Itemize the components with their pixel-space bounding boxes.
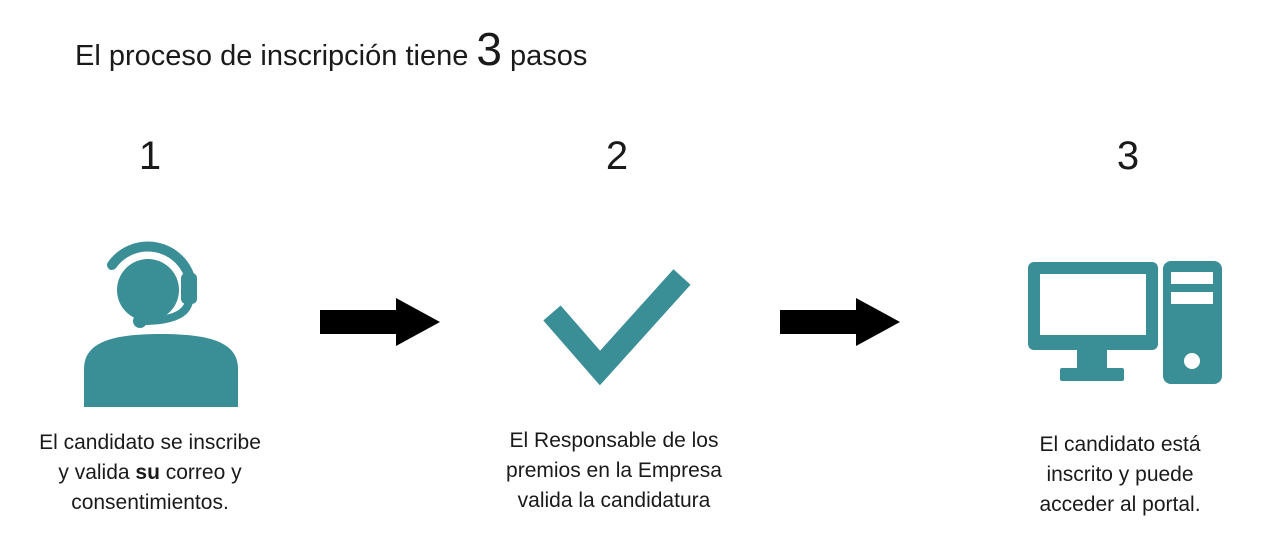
headset-agent-icon <box>84 241 238 407</box>
caption-line: El candidato se inscribe <box>39 431 261 454</box>
step-1-caption: El candidato se inscribe y valida su cor… <box>0 428 300 518</box>
caption-line: consentimientos. <box>71 491 229 514</box>
title-step-count: 3 <box>476 23 502 75</box>
caption-line: y valida su correo y <box>58 461 242 484</box>
caption-line: premios en la Empresa <box>506 459 722 482</box>
step-2-caption: El Responsable de los premios en la Empr… <box>464 426 764 516</box>
step-3-caption: El candidato está inscrito y puede acced… <box>970 430 1270 520</box>
title-suffix: pasos <box>501 40 588 72</box>
title-prefix: El proceso de inscripción tiene <box>75 40 477 72</box>
arrow-right-icon <box>320 298 440 346</box>
step-1-number: 1 <box>138 134 162 178</box>
caption-line: acceder al portal. <box>1039 493 1201 516</box>
caption-line: El Responsable de los <box>509 429 719 452</box>
caption-line: El candidato está <box>1039 433 1201 456</box>
arrow-right-icon <box>780 298 900 346</box>
checkmark-icon <box>543 269 691 385</box>
desktop-computer-icon <box>1028 261 1222 384</box>
caption-line: valida la candidatura <box>517 489 711 512</box>
step-3-number: 3 <box>1116 134 1140 178</box>
step-2-number: 2 <box>605 134 629 178</box>
page-title: El proceso de inscripción tiene 3 pasos <box>75 22 587 76</box>
caption-line: inscrito y puede <box>1046 463 1194 486</box>
